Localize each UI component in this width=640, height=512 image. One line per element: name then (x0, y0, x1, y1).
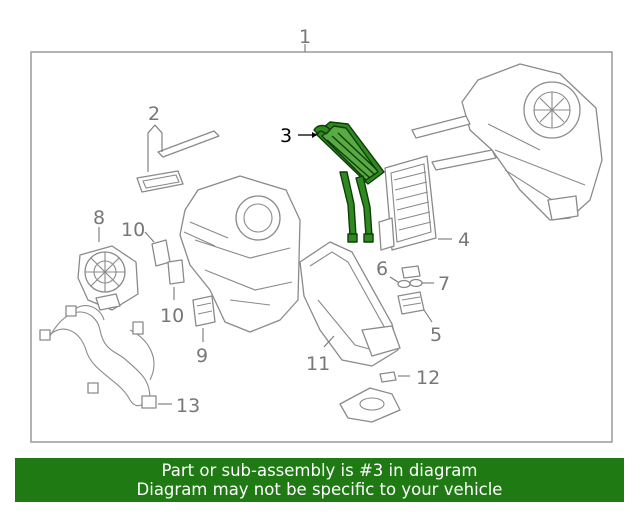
callout-5: 5 (430, 324, 442, 346)
callout-8: 8 (93, 207, 105, 229)
actuator-upper (151, 239, 171, 267)
actuator-lower (167, 259, 185, 285)
air-filter (136, 130, 220, 193)
drain-grommet (339, 371, 401, 423)
callout-3: 3 (280, 125, 292, 147)
blower-housing-right (411, 63, 603, 221)
seal (401, 265, 421, 279)
clip (397, 278, 423, 289)
evaporator (378, 155, 437, 251)
callout-12: 12 (416, 367, 440, 389)
callout-10-lower: 10 (160, 305, 184, 327)
wiring-harness (39, 305, 157, 409)
parts-diagram: 1 2 3 4 (30, 26, 613, 443)
info-banner: Part or sub-assembly is #3 in diagram Di… (15, 458, 624, 502)
callout-4: 4 (458, 229, 470, 251)
callout-9: 9 (196, 345, 208, 367)
callout-2: 2 (148, 103, 160, 125)
expansion-valve (397, 291, 425, 315)
callout-7: 7 (438, 273, 450, 295)
callout-11: 11 (306, 353, 330, 375)
assembly-frame (30, 51, 613, 443)
banner-line-1: Part or sub-assembly is #3 in diagram (161, 461, 478, 480)
banner-line-2: Diagram may not be specific to your vehi… (136, 480, 503, 499)
callout-1: 1 (299, 26, 311, 48)
blower-motor (77, 245, 139, 311)
callout-13: 13 (176, 395, 200, 417)
heater-core (313, 121, 385, 243)
blower-resistor (192, 295, 216, 327)
callout-10-upper: 10 (121, 219, 145, 241)
callout-6: 6 (376, 258, 388, 280)
lower-case (299, 241, 401, 367)
hvac-case-left (179, 175, 301, 333)
